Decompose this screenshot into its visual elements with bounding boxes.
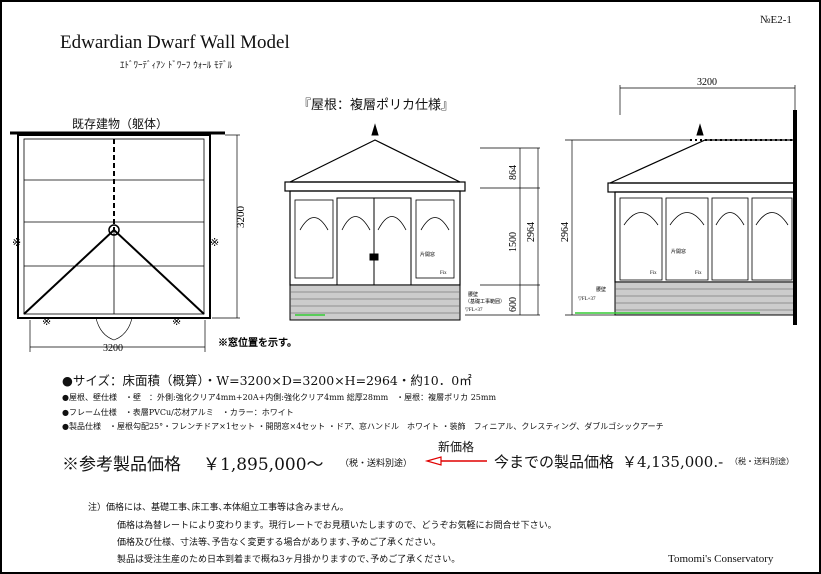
plan-width-dim: 3200 bbox=[103, 343, 123, 354]
spec-product: ●製品仕様 ・屋根勾配25°・フレンチドア×1セット ・開閉窓×4セット ・ドア… bbox=[62, 422, 664, 431]
dwarf-wall-label: 腰壁 bbox=[468, 291, 478, 298]
floor-level-label: ▽FL+37 bbox=[578, 296, 596, 302]
fix-label: Fix bbox=[650, 271, 657, 276]
new-price-label: 新価格 bbox=[438, 440, 475, 454]
spec-size: ●サイズ：床面積（概算）・W=3200×D=3200×H=2964・約10．0㎡ bbox=[62, 373, 472, 388]
page-subtitle: ｴﾄﾞﾜｰﾃﾞｨｱﾝ ﾄﾞﾜｰﾌ ｳｫｰﾙ ﾓﾃﾞﾙ bbox=[120, 61, 233, 71]
dim-1500: 1500 bbox=[508, 232, 519, 252]
old-price-label: 今までの製品価格 bbox=[494, 453, 615, 471]
window-mark: ※ bbox=[12, 237, 21, 249]
reference-price: ￥1,895,000～ bbox=[203, 455, 324, 475]
side-width-dim: 3200 bbox=[697, 77, 717, 88]
front-elevation bbox=[284, 123, 540, 321]
plan-depth-dim: 3200 bbox=[235, 206, 247, 229]
note-line: 価格及び仕様、寸法等､予告なく変更する場合があります､予めご了承ください。 bbox=[117, 538, 442, 548]
opening-window-label: 片開窓 bbox=[420, 251, 435, 258]
dwarf-wall-label: 腰壁 bbox=[596, 286, 606, 293]
dim-600: 600 bbox=[508, 297, 519, 312]
window-mark: ※ bbox=[210, 237, 219, 249]
document-number: №E2-1 bbox=[760, 14, 792, 26]
existing-building-label: 既存建物（躯体） bbox=[72, 117, 169, 131]
fix-label: Fix bbox=[440, 271, 447, 276]
note-line: 価格は為替レートにより変わります。現行レートでお見積いたしますので、どうぞお気軽… bbox=[117, 521, 557, 531]
dim-864: 864 bbox=[508, 165, 519, 180]
page-title: Edwardian Dwarf Wall Model bbox=[60, 32, 290, 53]
reference-price-label: ※参考製品価格 bbox=[62, 455, 181, 475]
note-line: 注）価格には、基礎工事､床工事､本体組立工事等は含みません。 bbox=[88, 503, 349, 513]
floor-level-label: ▽FL+37 bbox=[465, 307, 483, 313]
spec-frame: ●フレーム仕様 ・表層PVCu/芯材アルミ ・カラー：ホワイト bbox=[62, 408, 294, 417]
window-mark: ※ bbox=[172, 316, 181, 328]
arrow-head-icon bbox=[424, 456, 442, 466]
plan-view bbox=[17, 134, 240, 352]
window-mark: ※ bbox=[42, 316, 51, 328]
side-elevation bbox=[565, 85, 797, 325]
window-note: ※窓位置を示す。 bbox=[218, 336, 297, 349]
side-height-dim: 2964 bbox=[560, 222, 571, 242]
company-name: Tomomi's Conservatory bbox=[668, 553, 774, 565]
spec-roof-wall: ●屋根、壁仕様 ・壁 ：外側:強化クリア4mm+20A+内側:強化クリア4mm … bbox=[62, 393, 497, 402]
fix-label: Fix bbox=[695, 271, 702, 276]
note-line: 製品は受注生産のため日本到着まで概ね3ヶ月掛かりますので､予めご了承ください。 bbox=[117, 555, 461, 565]
tax-note: （税・送料別途） bbox=[340, 459, 413, 469]
old-price: ￥4,135,000.- bbox=[622, 453, 724, 471]
opening-window-label: 片開窓 bbox=[671, 248, 686, 255]
old-tax-note: （税・送料別途） bbox=[730, 457, 794, 466]
foundation-scope-label: （基礎工事範囲） bbox=[465, 298, 505, 305]
roof-spec-heading: 『屋根：複層ポリカ仕様』 bbox=[298, 98, 455, 113]
front-height-dim: 2964 bbox=[526, 222, 537, 242]
